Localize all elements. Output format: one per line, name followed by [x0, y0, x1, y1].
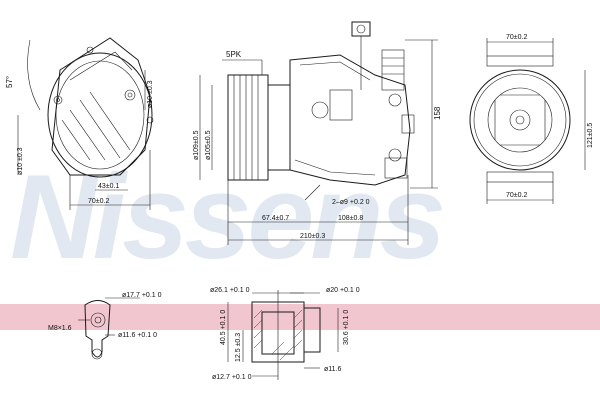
thread-m8: M8×1.6 — [48, 325, 72, 332]
side-view: 5PK ø109±0.5 ø105±0.5 2–ø9 +0.2 0 67.4±0… — [193, 21, 442, 245]
front-view: 70±0.2 70±0.2 121±0.5 — [469, 34, 594, 204]
dim-121: 121±0.5 — [587, 123, 594, 148]
dim-d11-6b: ø11.6 — [324, 366, 341, 373]
dim-158: 158 — [433, 106, 442, 120]
pink-band — [0, 304, 600, 330]
dim-d105: ø105±0.5 — [205, 130, 212, 160]
dim-d30-6: 30.6 +0.1 0 — [343, 310, 350, 345]
dim-d12-7: ø12.7 +0.1 0 — [212, 374, 252, 381]
angle-label: 57° — [5, 76, 14, 88]
dim-d10-top: ø10 ±0.3 — [147, 80, 154, 108]
dim-70-left: 70±0.2 — [88, 198, 109, 205]
dim-70-top: 70±0.2 — [506, 34, 527, 41]
dim-d12-5: 12.5 ±0.3 — [235, 333, 242, 362]
dim-70-bottom: 70±0.2 — [506, 192, 527, 199]
fitting-section: ø26.1 +0.1 0 ø20 +0.1 0 40.5 +0.1 0 30.6… — [210, 287, 360, 381]
bracket-detail: ø17.7 +0.1 0 M8×1.6 ø11.6 +0.1 0 — [48, 292, 162, 360]
dim-d26: ø26.1 +0.1 0 — [210, 287, 250, 294]
dim-43: 43±0.1 — [98, 183, 119, 190]
rear-view: 57° ø10 ±0.3 ø10 ±0.3 43±0.1 70±0.2 — [5, 37, 154, 210]
dim-d10-left: ø10 ±0.3 — [17, 147, 24, 175]
dim-67: 67.4±0.7 — [262, 215, 289, 222]
dim-d40-5: 40.5 +0.1 0 — [220, 310, 227, 345]
dim-d109: ø109±0.5 — [193, 130, 200, 160]
dim-d17: ø17.7 +0.1 0 — [122, 292, 162, 299]
dim-108: 108±0.8 — [338, 215, 363, 222]
belt-label: 5PK — [226, 50, 242, 59]
dim-d11-6a: ø11.6 +0.1 0 — [118, 332, 157, 339]
dim-2x9: 2–ø9 +0.2 0 — [332, 199, 370, 206]
watermark-logo: Nissens — [10, 150, 443, 284]
dim-d20: ø20 +0.1 0 — [326, 287, 360, 294]
dim-210: 210±0.3 — [300, 233, 325, 240]
